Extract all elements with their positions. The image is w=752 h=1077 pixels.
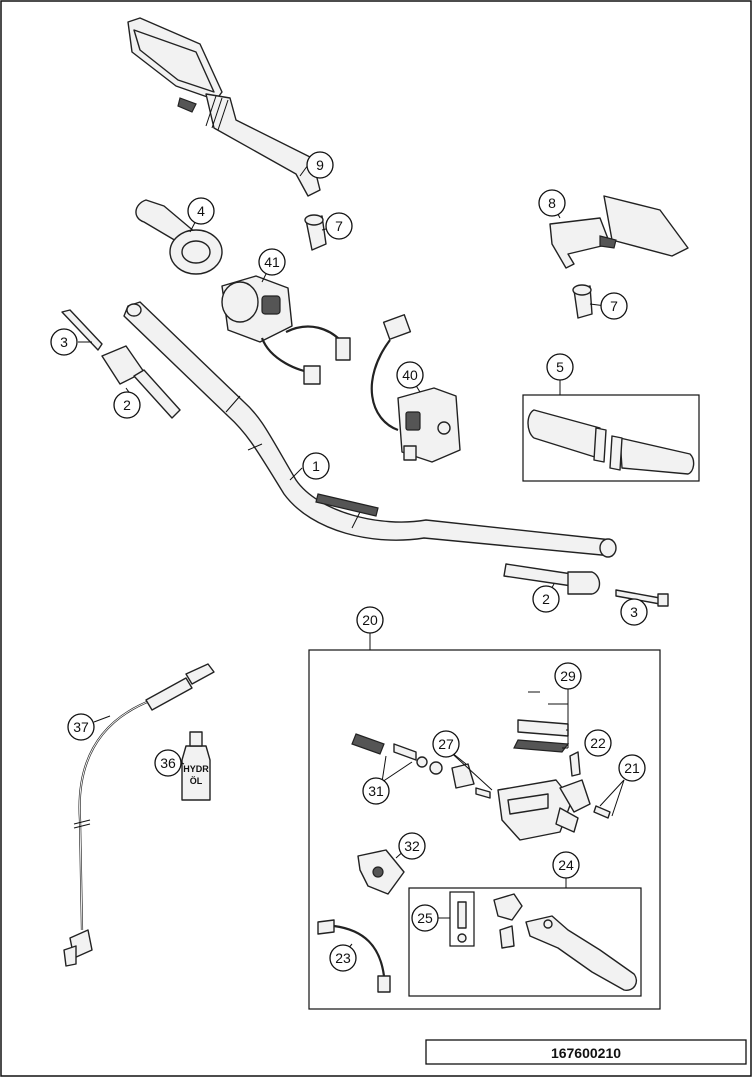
diagram-id: 167600210 xyxy=(551,1045,621,1061)
callout-9: 9 xyxy=(306,151,334,179)
svg-text:41: 41 xyxy=(264,254,280,270)
callout-5: 5 xyxy=(546,353,574,381)
callout-36: 36 xyxy=(154,749,182,777)
diagram-id-box: 167600210 xyxy=(425,1039,747,1065)
svg-text:20: 20 xyxy=(362,612,378,628)
svg-text:2: 2 xyxy=(542,591,550,607)
callout-1: 1 xyxy=(302,452,330,480)
spring-piston-set xyxy=(351,733,443,783)
switch-assembly-40 xyxy=(370,314,461,463)
callout-2-left: 2 xyxy=(113,391,141,419)
svg-text:36: 36 xyxy=(160,755,176,771)
callout-7-lower: 7 xyxy=(600,292,628,320)
svg-text:9: 9 xyxy=(316,157,324,173)
lever-box xyxy=(408,887,642,997)
callout-3-left: 3 xyxy=(50,328,78,356)
grip-set-box xyxy=(522,394,700,482)
hydraulic-oil-bottle: HYDR ÖL xyxy=(181,731,211,801)
pin-21 xyxy=(593,779,625,819)
grip-left xyxy=(135,199,223,275)
callout-24: 24 xyxy=(552,851,580,879)
clamp-32 xyxy=(357,849,405,895)
master-cylinder-body xyxy=(497,779,591,841)
callout-40: 40 xyxy=(396,361,424,389)
seal-set xyxy=(445,747,493,799)
svg-text:24: 24 xyxy=(558,857,574,873)
bottle-label-line1: HYDR xyxy=(183,764,209,774)
svg-text:8: 8 xyxy=(548,195,556,211)
svg-text:27: 27 xyxy=(438,736,454,752)
master-cylinder-box xyxy=(308,649,661,1010)
bottle-label-line2: ÖL xyxy=(190,776,203,786)
callout-37: 37 xyxy=(67,713,95,741)
callout-20: 20 xyxy=(356,606,384,634)
bar-end-weight-lower xyxy=(572,284,593,319)
svg-text:2: 2 xyxy=(123,397,131,413)
svg-text:37: 37 xyxy=(73,719,89,735)
callout-3-right: 3 xyxy=(620,598,648,626)
callout-25: 25 xyxy=(411,904,439,932)
svg-text:1: 1 xyxy=(312,458,320,474)
svg-text:29: 29 xyxy=(560,668,576,684)
switch-assembly-41 xyxy=(221,275,351,385)
lever-parts xyxy=(493,893,523,949)
bolt-25 xyxy=(449,891,475,947)
bar-end-insert-right xyxy=(503,563,601,595)
screw-left xyxy=(61,309,103,351)
handlebar xyxy=(123,301,617,558)
svg-text:3: 3 xyxy=(60,334,68,350)
svg-text:3: 3 xyxy=(630,604,638,620)
svg-text:31: 31 xyxy=(368,783,384,799)
callout-7-upper: 7 xyxy=(325,212,353,240)
svg-text:32: 32 xyxy=(404,838,420,854)
svg-text:7: 7 xyxy=(335,218,343,234)
svg-text:22: 22 xyxy=(590,735,606,751)
hydraulic-line xyxy=(63,663,215,967)
mirror-left xyxy=(127,17,321,197)
callout-27: 27 xyxy=(432,730,460,758)
svg-text:21: 21 xyxy=(624,760,640,776)
switch-cable-23 xyxy=(317,919,391,993)
callout-31: 31 xyxy=(362,777,390,805)
svg-text:7: 7 xyxy=(610,298,618,314)
callout-2-right: 2 xyxy=(532,585,560,613)
callout-21: 21 xyxy=(618,754,646,782)
svg-text:5: 5 xyxy=(556,359,564,375)
callout-41: 41 xyxy=(258,248,286,276)
callout-8: 8 xyxy=(538,189,566,217)
svg-text:23: 23 xyxy=(335,950,351,966)
callout-22: 22 xyxy=(584,729,612,757)
screw-22 xyxy=(569,751,581,777)
callout-32: 32 xyxy=(398,832,426,860)
callout-29: 29 xyxy=(554,662,582,690)
brake-lever xyxy=(525,915,638,991)
grip-set-pair xyxy=(527,409,695,475)
reservoir-cover-set xyxy=(513,686,570,753)
bar-end-insert-left xyxy=(101,345,181,419)
callout-23: 23 xyxy=(329,944,357,972)
svg-text:4: 4 xyxy=(197,203,205,219)
bar-end-weight-upper xyxy=(304,214,327,251)
svg-text:40: 40 xyxy=(402,367,418,383)
screw-right xyxy=(615,589,669,607)
callout-4: 4 xyxy=(187,197,215,225)
mirror-right xyxy=(549,195,689,269)
leader-lines xyxy=(78,164,635,957)
svg-text:25: 25 xyxy=(417,910,433,926)
